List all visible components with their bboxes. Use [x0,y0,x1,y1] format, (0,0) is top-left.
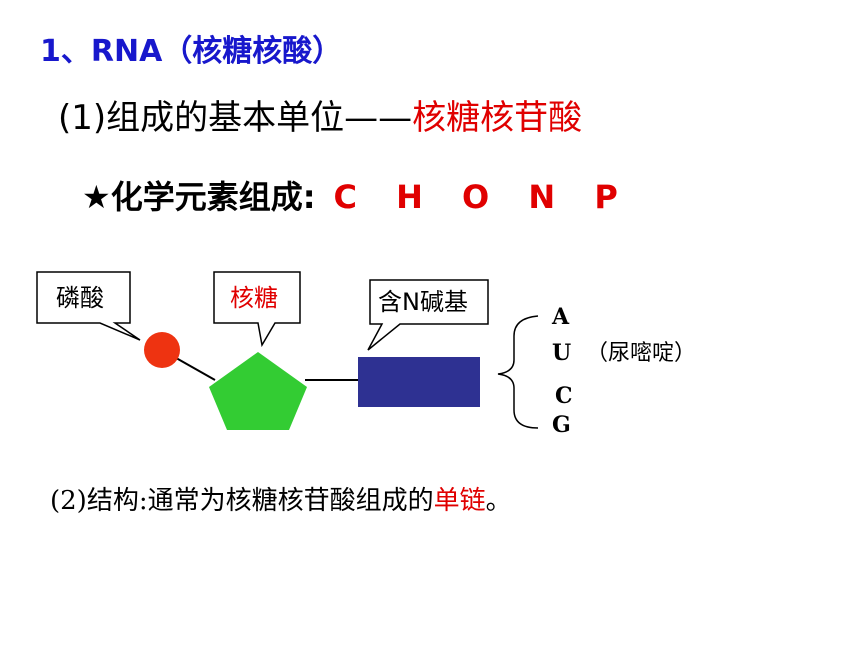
basic-unit-line: (1)组成的基本单位——核糖核苷酸 [58,90,582,139]
basic-unit-prefix: (1)组成的基本单位—— [58,98,413,138]
base-letter-u: U [552,340,571,366]
basic-unit-highlight: 核糖核苷酸 [412,98,583,138]
elements-prefix: ★化学元素组成: [82,178,316,216]
base-letter-c: C [555,383,573,409]
base-letter-a: A [551,304,570,330]
uracil-note: （尿嘧啶） [586,341,696,366]
elements-letters: C H O N P [333,178,632,216]
structure-line: (2)结构:通常为核糖核苷酸组成的单链。 [50,480,512,517]
base-callout [367,279,489,351]
base-letter-g: G [552,412,571,438]
nitrogenous-base-rect [358,357,480,407]
sugar-label: 核糖 [230,284,278,312]
structure-highlight: 单链 [433,486,486,516]
structure-suffix: 。 [485,486,512,516]
base-label: 含N碱基 [378,288,468,316]
phosphate-label: 磷酸 [56,284,104,312]
base-brace [497,315,539,429]
phosphate-circle [144,332,180,368]
slide-title: 1、RNA（核糖核酸） [40,34,343,69]
sugar-callout [213,271,301,348]
elements-line: ★化学元素组成: C H O N P [82,172,632,218]
ribose-pentagon [209,352,307,430]
phosphate-callout [36,271,141,341]
structure-prefix: (2)结构:通常为核糖核苷酸组成的 [50,486,434,516]
